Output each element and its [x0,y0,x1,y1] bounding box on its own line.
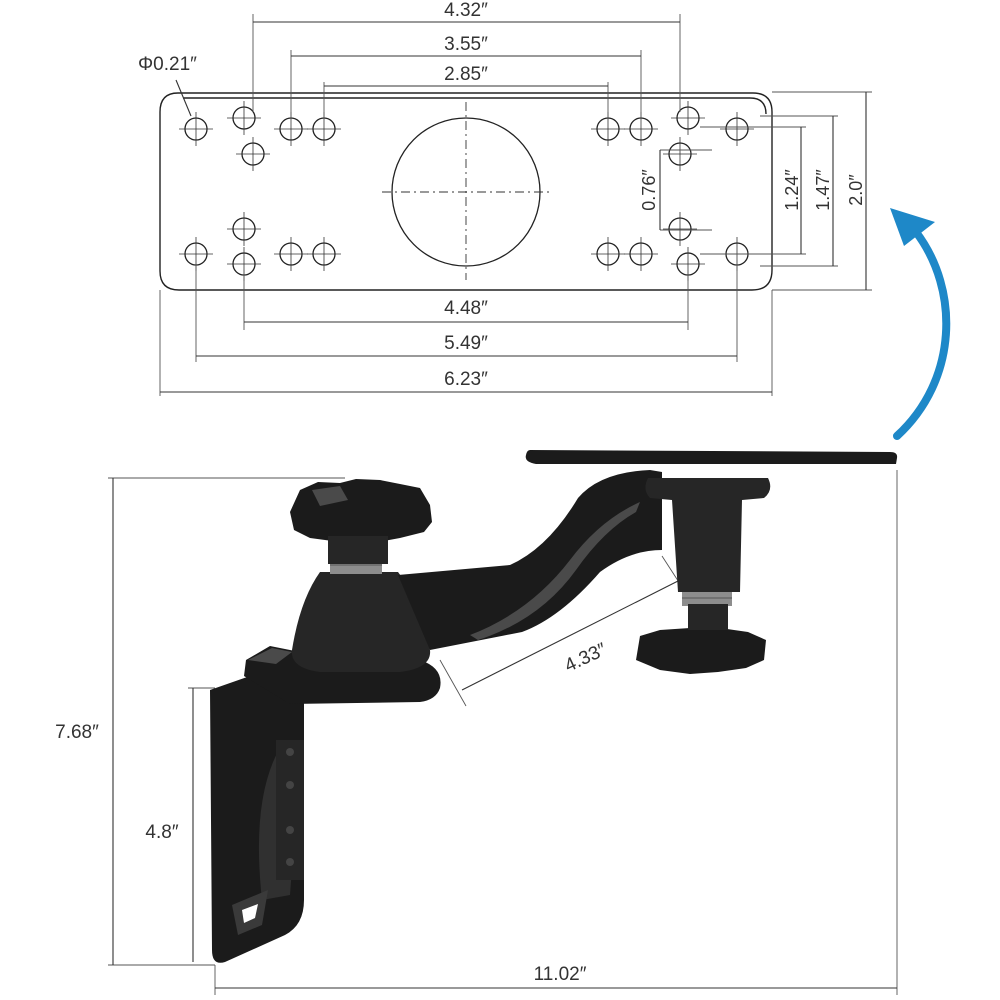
curved-arrow-icon [890,208,951,440]
dim-line-4-33 [461,580,679,691]
dim-label-top-inner: 2.85″ [444,64,488,85]
bracket-pad [276,740,304,880]
right-knob [636,628,766,674]
dim-label-total-length: 11.02″ [534,964,587,985]
plate-drawing: 4.32″ 3.55″ 2.85″ Φ0.21″ 4.48″ 5.49″ 6.2… [138,0,872,396]
fish-finder-mount [210,450,898,963]
right-knob-stem [688,604,728,630]
dim-label-plate-width: 2.0″ [846,174,866,206]
dim-label-total-height: 7.68″ [55,722,99,743]
dim-label-vertical-outer: 1.47″ [813,169,833,211]
dim-label-hole-diameter: Φ0.21″ [138,54,197,75]
hole-leader-line [175,79,192,117]
bracket-slot-hole [242,904,258,923]
dim-label-bracket-height: 4.8″ [145,822,178,843]
mounting-holes [179,101,754,281]
dim-label-plate-length: 6.23″ [444,369,488,390]
dim-label-bottom-inner: 4.48″ [444,298,488,319]
arm-highlight [470,502,640,640]
dim-label-vertical-middle: 1.24″ [782,169,802,211]
dim-label-arm-length: 4.33″ [561,639,610,677]
plate-inner-edge [183,97,767,115]
left-knob-stem [328,536,388,564]
swivel-arm [398,470,662,650]
dim-label-top-middle: 3.55″ [444,34,488,55]
right-swivel-base [645,478,771,592]
left-swivel-base [291,572,431,672]
top-plate [525,450,898,464]
dim-label-bottom-middle: 5.49″ [444,333,488,354]
mount-dimensions: 7.68″ 4.8″ 11.02″ 4.33″ [45,470,898,995]
right-knob-thread [682,592,732,606]
left-knob [290,479,432,542]
dim-label-vertical-inner: 0.76″ [639,169,659,211]
dim-label-top-outer: 4.32″ [444,0,488,21]
plate-outline [159,92,773,291]
